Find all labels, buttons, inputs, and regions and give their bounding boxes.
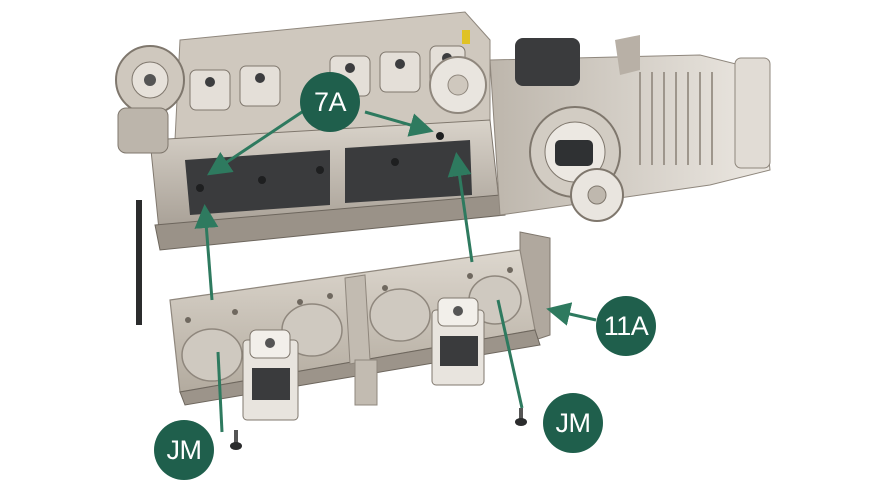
callout-7a: 7A [300,72,360,132]
cylinder-head-part [169,231,551,421]
engine-block [115,11,506,325]
callout-11a: 11A [596,296,656,356]
head-port-right [431,297,485,386]
gearbox [489,35,771,222]
screw-left [230,430,242,450]
head-port-left [242,329,299,421]
screw-right [515,408,527,426]
leader-arrows [194,108,597,433]
callout-jm-left: JM [154,420,214,480]
callout-jm-right: JM [543,393,603,453]
